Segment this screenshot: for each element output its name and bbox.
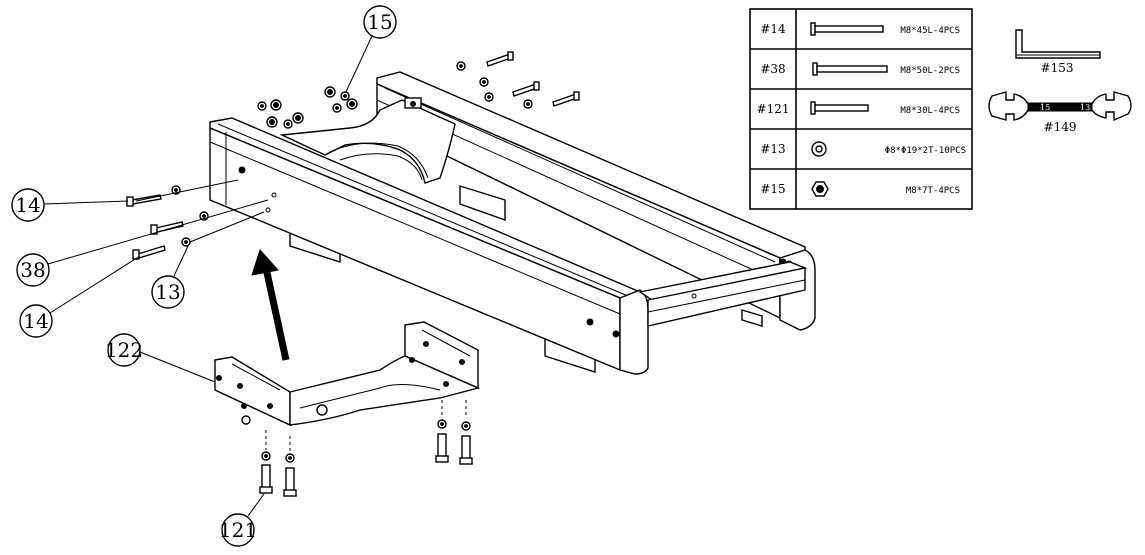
- table-row: #121 M8*30L-4PCS: [757, 101, 960, 116]
- callout-15-label: 15: [367, 10, 392, 34]
- callout-122-label: 122: [105, 338, 143, 362]
- allen-key-label: #153: [1041, 61, 1074, 75]
- callout-14-bottom-circle: [19, 304, 53, 338]
- part-spec: M8*50L-2PCS: [900, 66, 960, 76]
- parts-table: #14 M8*45L-4PCS #38 M8*50L-2PCS #121 M8*…: [749, 8, 973, 210]
- bracket-122: 122: [105, 321, 481, 427]
- callout-121-label: 121: [219, 518, 257, 542]
- nut-washer-cluster: [257, 86, 358, 129]
- callout-13-circle: [151, 275, 185, 309]
- rear-crossbar: [638, 261, 808, 327]
- callout-14-bottom-label: 14: [23, 309, 48, 333]
- part-code: #13: [760, 142, 785, 156]
- table-row: #15 M8*7T-4PCS: [760, 181, 960, 197]
- part-spec: M8*30L-4PCS: [900, 106, 960, 116]
- bolts-121: 121: [219, 400, 473, 547]
- wrench-icon: 15 13: [988, 91, 1132, 122]
- table-row: #14 M8*45L-4PCS: [760, 22, 960, 36]
- callout-15-group: 15: [257, 5, 580, 129]
- part-code: #121: [757, 102, 790, 116]
- left-hardware-group: 14 38 14 13: [11, 179, 277, 338]
- frame-assembly: [209, 71, 816, 375]
- wrench-label: #149: [1044, 120, 1077, 134]
- callout-38-circle: [16, 253, 50, 287]
- callout-14-top-circle: [11, 188, 45, 222]
- table-row: #13 Φ8*Φ19*2T-10PCS: [760, 141, 966, 157]
- callout-122-circle: [107, 333, 141, 367]
- part-code: #14: [760, 22, 786, 36]
- wrench-mark-right: 13: [1080, 103, 1090, 112]
- callout-15-circle: [363, 5, 397, 39]
- part-spec: M8*7T-4PCS: [906, 186, 960, 196]
- hex-nut-icon: [811, 181, 829, 197]
- wrench-group: 15 13 #149: [988, 91, 1132, 134]
- allen-key-icon: [1015, 29, 1101, 59]
- center-bridge: [279, 97, 456, 184]
- far-side-bolts: [456, 51, 580, 109]
- long-bolt-icon: [810, 22, 884, 36]
- washer-icon: [811, 141, 827, 157]
- allen-key-group: #153: [1015, 29, 1101, 75]
- near-rail: [209, 117, 649, 375]
- part-code: #15: [760, 182, 785, 196]
- wrench-mark-left: 15: [1040, 103, 1050, 112]
- callout-38-label: 38: [20, 258, 45, 282]
- longer-bolt-icon: [812, 62, 888, 76]
- callout-13-label: 13: [155, 280, 180, 304]
- short-bolt-icon: [810, 101, 869, 115]
- table-row: #38 M8*50L-2PCS: [760, 62, 960, 76]
- part-code: #38: [760, 62, 785, 76]
- assembly-arrow: [251, 249, 290, 361]
- part-spec: Φ8*Φ19*2T-10PCS: [885, 146, 966, 156]
- callout-14-top-label: 14: [15, 193, 40, 217]
- callout-121-circle: [221, 513, 255, 547]
- part-spec: M8*45L-4PCS: [900, 26, 960, 36]
